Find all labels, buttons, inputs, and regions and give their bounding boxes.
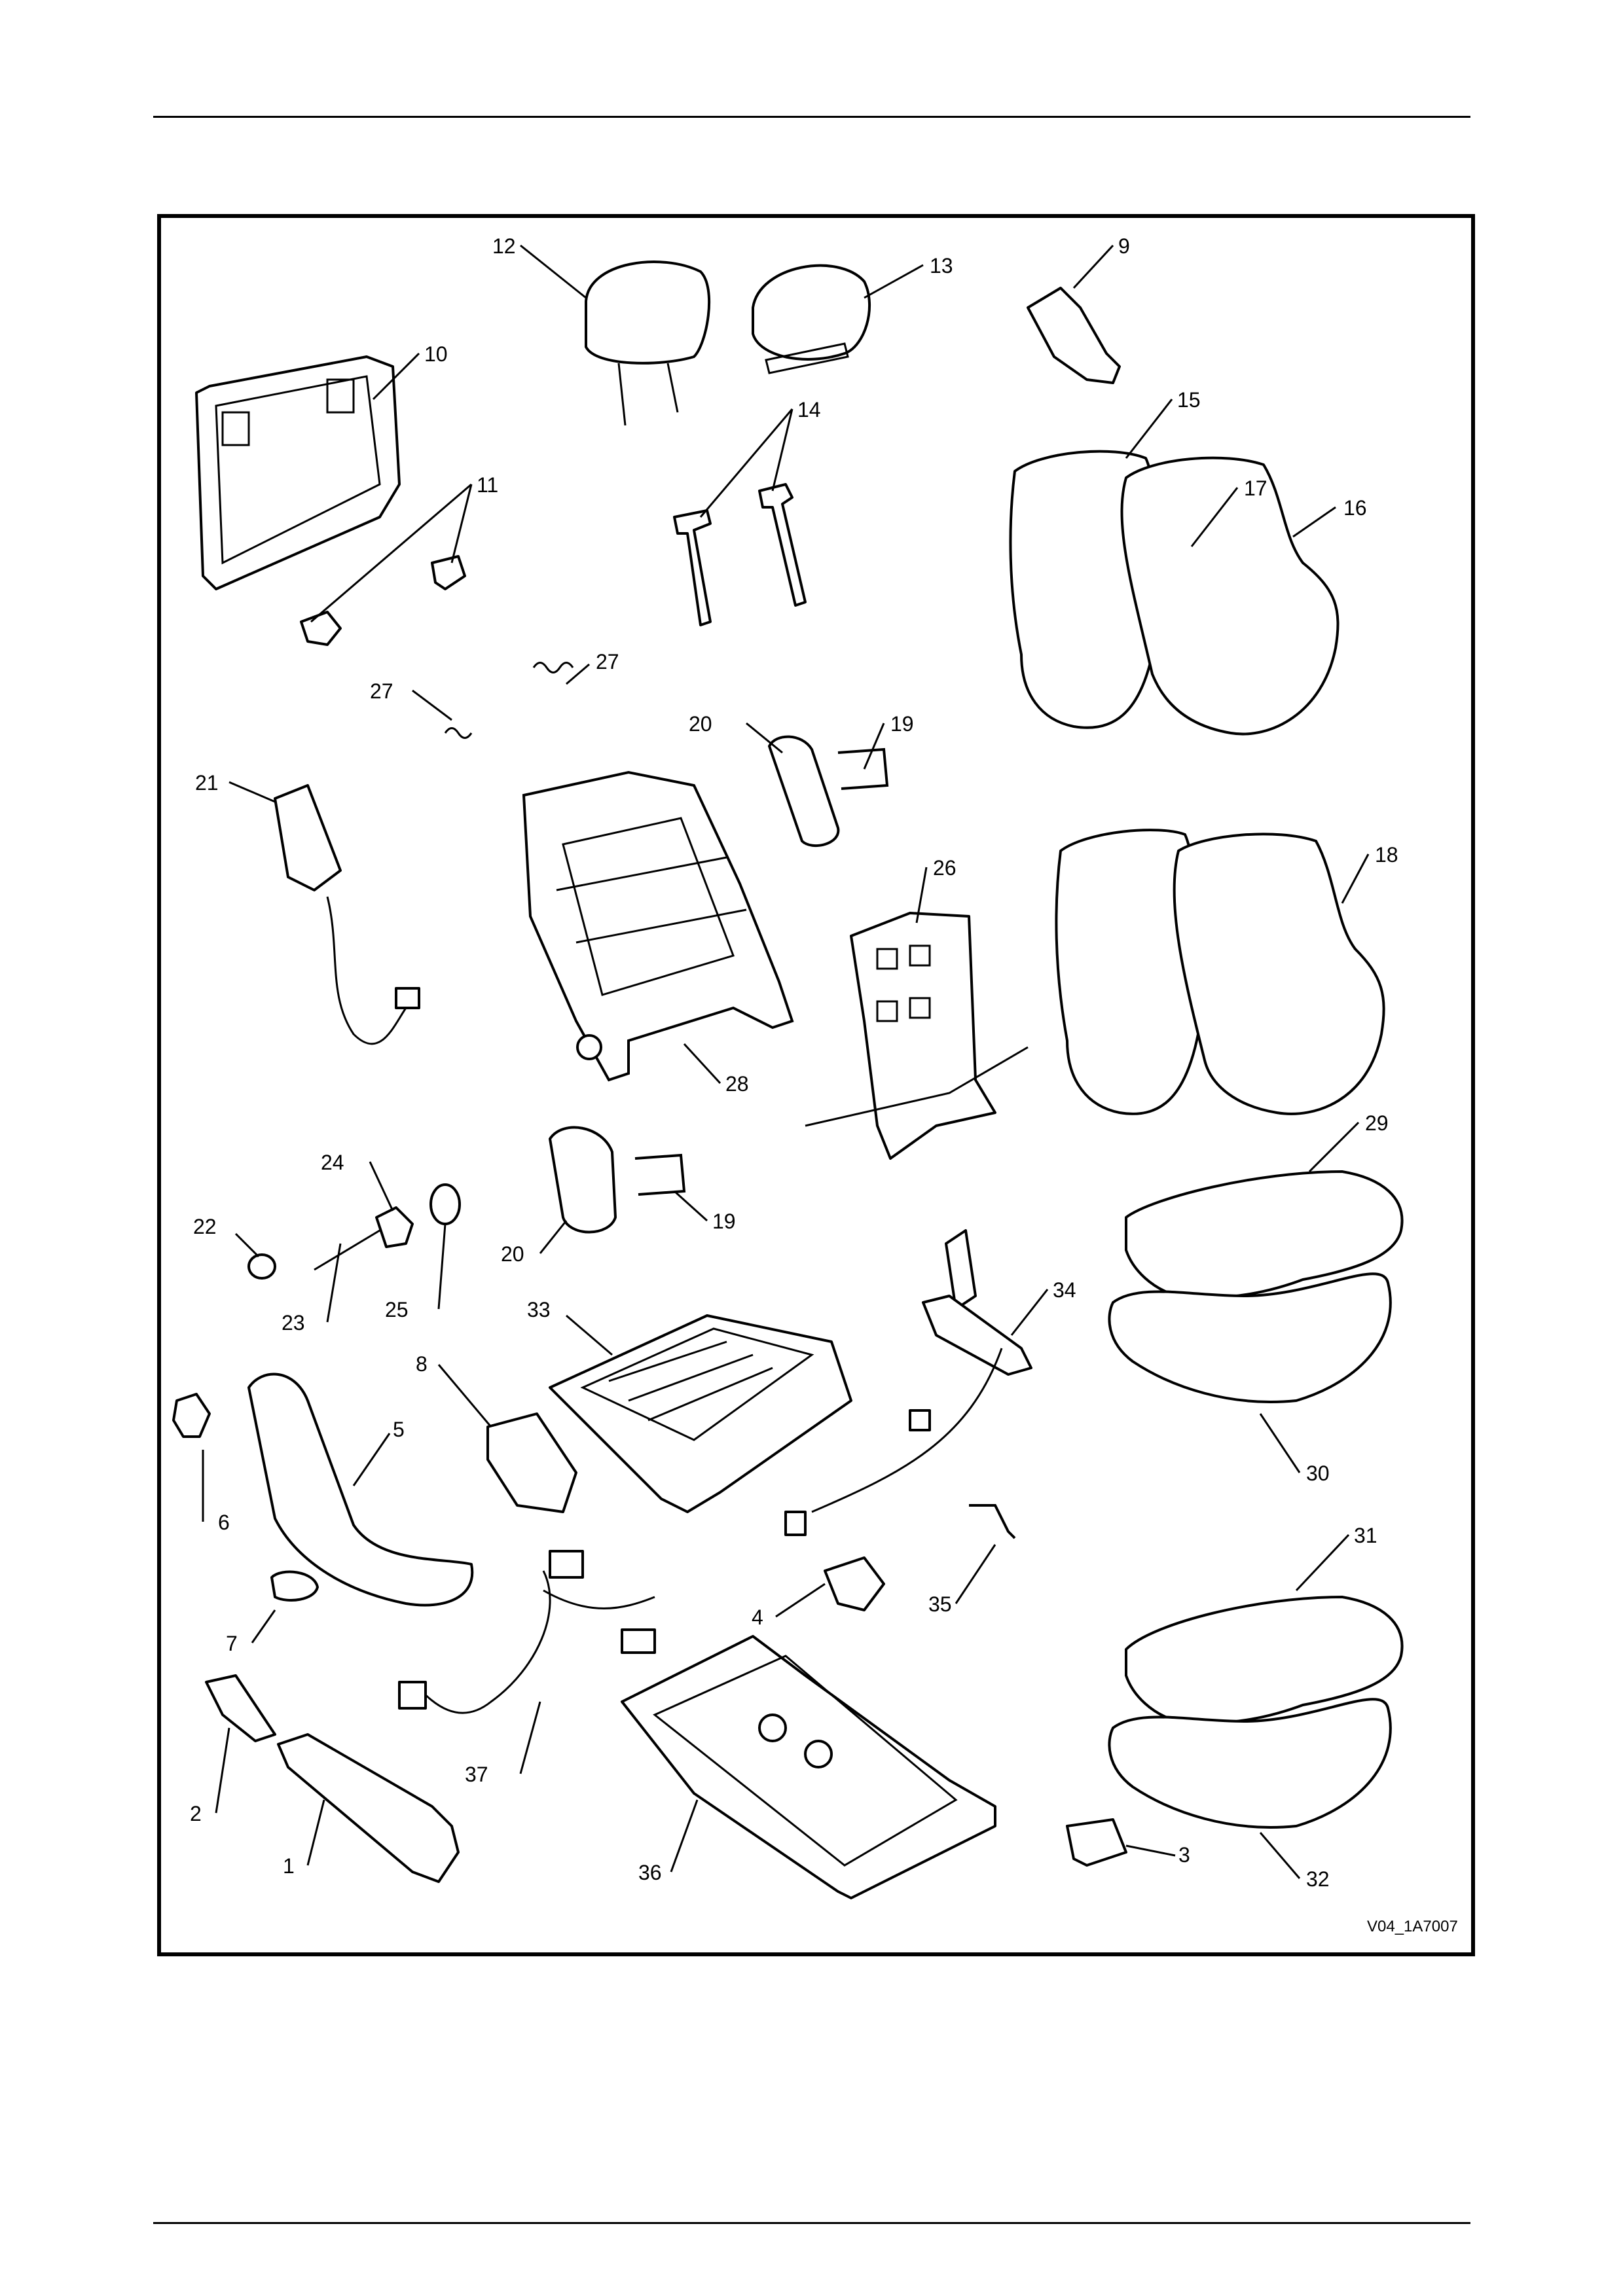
callout-12: 12 <box>492 234 516 258</box>
part-lumbar-plate <box>805 913 1028 1158</box>
part-backrest-frame <box>524 772 792 1080</box>
figure-id: V04_1A7007 <box>1367 1918 1458 1936</box>
part-side-trim <box>249 1374 472 1605</box>
callout-11: 11 <box>477 473 498 497</box>
callout-8: 8 <box>416 1352 428 1376</box>
callout-4: 4 <box>752 1605 763 1629</box>
callout-7: 7 <box>226 1632 238 1655</box>
callout-30: 30 <box>1306 1462 1330 1485</box>
callout-37: 37 <box>465 1763 488 1786</box>
callout-5: 5 <box>393 1418 405 1441</box>
callout-24: 24 <box>321 1151 344 1174</box>
part-cap-3 <box>1067 1820 1126 1865</box>
part-clips <box>301 556 465 645</box>
part-seat-frame <box>550 1316 851 1512</box>
callout-35: 35 <box>928 1592 952 1616</box>
part-bracket-9 <box>1028 288 1120 383</box>
part-clip-35 <box>969 1505 1015 1538</box>
part-seat-cushion-lower <box>1109 1597 1402 1827</box>
part-airbag-module <box>275 785 419 1044</box>
part-backrest-covers-lower <box>1056 830 1383 1114</box>
callout-15: 15 <box>1177 388 1201 412</box>
callout-19a: 19 <box>890 712 914 736</box>
part-cap-7 <box>272 1572 318 1600</box>
callout-10: 10 <box>424 342 448 366</box>
part-spring-27a <box>445 663 573 738</box>
part-rail-cover <box>278 1734 458 1882</box>
part-clip-19-lower <box>635 1155 684 1194</box>
callout-28: 28 <box>725 1072 749 1096</box>
part-seat-cushion-upper <box>1109 1172 1402 1402</box>
part-headrest-guides <box>674 484 805 625</box>
callout-3: 3 <box>1178 1843 1190 1867</box>
callout-36: 36 <box>638 1861 662 1884</box>
callout-32: 32 <box>1306 1867 1330 1891</box>
part-seat-track <box>622 1636 995 1898</box>
part-backrest-covers-upper <box>1010 452 1338 734</box>
part-pad-20-lower <box>550 1128 615 1232</box>
callout-14: 14 <box>797 398 821 422</box>
callout-16: 16 <box>1343 496 1367 520</box>
part-pad-20-upper <box>769 737 838 846</box>
callout-9: 9 <box>1118 234 1130 258</box>
callout-31: 31 <box>1354 1524 1377 1547</box>
callout-6: 6 <box>218 1511 230 1534</box>
callout-21: 21 <box>195 771 219 795</box>
callout-20b: 20 <box>501 1242 524 1266</box>
callout-25: 25 <box>385 1298 409 1321</box>
callout-27b: 27 <box>370 679 393 703</box>
part-knob-assembly <box>249 1185 460 1278</box>
callout-13: 13 <box>930 254 953 278</box>
callout-26: 26 <box>933 856 957 880</box>
callout-19b: 19 <box>712 1210 736 1233</box>
part-headrest-12 <box>586 262 709 425</box>
part-knob-6 <box>173 1394 210 1437</box>
part-clip-19-upper <box>838 749 887 789</box>
callout-27a: 27 <box>596 650 619 673</box>
part-switch-8 <box>488 1414 576 1512</box>
callout-23: 23 <box>282 1311 305 1335</box>
callout-29: 29 <box>1365 1111 1389 1135</box>
callout-2: 2 <box>190 1802 202 1825</box>
callout-34: 34 <box>1053 1278 1076 1302</box>
callout-17: 17 <box>1244 476 1267 500</box>
part-headrest-13 <box>753 266 869 373</box>
part-clip-2 <box>206 1676 275 1741</box>
callout-20a: 20 <box>689 712 712 736</box>
part-backrest-panel <box>196 357 399 589</box>
callout-33: 33 <box>527 1298 551 1321</box>
part-cover-4 <box>825 1558 884 1610</box>
callout-18: 18 <box>1375 843 1398 867</box>
callout-22: 22 <box>193 1215 217 1238</box>
callout-1: 1 <box>283 1854 295 1878</box>
